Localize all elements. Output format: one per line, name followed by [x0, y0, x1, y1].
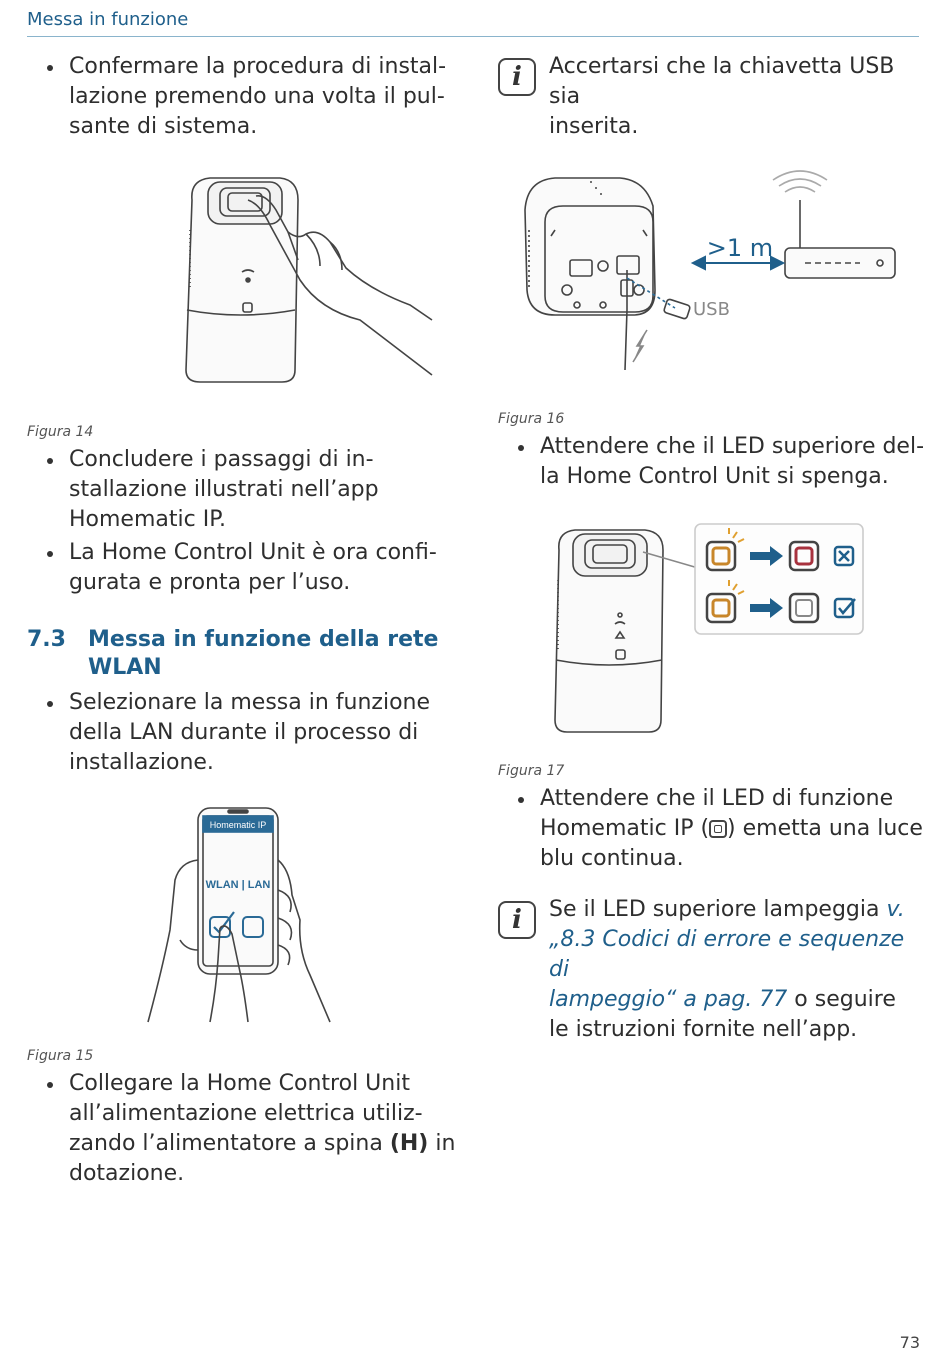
page-header: Messa in funzione [27, 9, 919, 37]
phone-header-text: Homematic IP [210, 820, 267, 830]
figure-17-illustration [554, 523, 864, 733]
list-item-wait-led-blue: Attendere che il LED di funzione Homemat… [498, 784, 928, 874]
bullet-list-led-blue: Attendere che il LED di funzione Homemat… [498, 784, 928, 874]
figure-15-caption: Figura 15 [27, 1048, 94, 1064]
info-icon: i [498, 58, 536, 96]
bullet-list-complete: Concludere i passaggi di in- stallazione… [27, 445, 457, 598]
list-item-configured: La Home Control Unit è ora confi- gurata… [27, 538, 457, 598]
figure-16-illustration: >1 m USB [524, 170, 896, 371]
figure-14-illustration [185, 177, 433, 383]
note-usb-inserted: Accertarsi che la chiavetta USB sia inse… [549, 54, 895, 139]
led-square-icon [709, 820, 728, 838]
cross-reference-link[interactable]: lampeggio“ a pag. 77 [549, 987, 788, 1012]
distance-label: >1 m [707, 234, 773, 262]
bullet-list-power: Collegare la Home Control Unit all’alime… [27, 1069, 467, 1189]
info-icon: i [498, 901, 536, 939]
bullet-list-led-off: Attendere che il LED superiore del- la H… [498, 432, 928, 492]
list-item-select-lan: Selezionare la messa in funzione della L… [27, 688, 457, 778]
bullet-list-lan: Selezionare la messa in funzione della L… [27, 688, 457, 778]
usb-label: USB [693, 299, 730, 320]
list-item-connect-power: Collegare la Home Control Unit all’alime… [27, 1069, 467, 1189]
bullet-list-confirm: Confermare la procedura di instal- lazio… [27, 52, 457, 142]
cross-reference-link[interactable]: v. [886, 897, 905, 922]
phone-wlan-lan-label: WLAN | LAN [206, 879, 271, 891]
note-led-blinking: Se il LED superiore lampeggia v. „8.3 Co… [549, 897, 905, 1042]
list-item-wait-led-off: Attendere che il LED superiore del- la H… [498, 432, 928, 492]
figure-16-caption: Figura 16 [498, 411, 565, 427]
section-title: Messa in funzione della rete WLAN [88, 627, 439, 680]
section-number: 7.3 [27, 627, 66, 652]
page-number: 73 [899, 1333, 920, 1352]
figure-17-caption: Figura 17 [498, 763, 565, 779]
figure-14-caption: Figura 14 [27, 424, 94, 440]
list-item-complete-steps: Concludere i passaggi di in- stallazione… [27, 445, 457, 535]
list-item-confirm: Confermare la procedura di instal- lazio… [27, 52, 457, 142]
figure-15-illustration: Homematic IP WLAN | LAN [147, 807, 331, 1023]
cross-reference-link[interactable]: „8.3 Codici di errore e sequenze di [549, 927, 905, 982]
